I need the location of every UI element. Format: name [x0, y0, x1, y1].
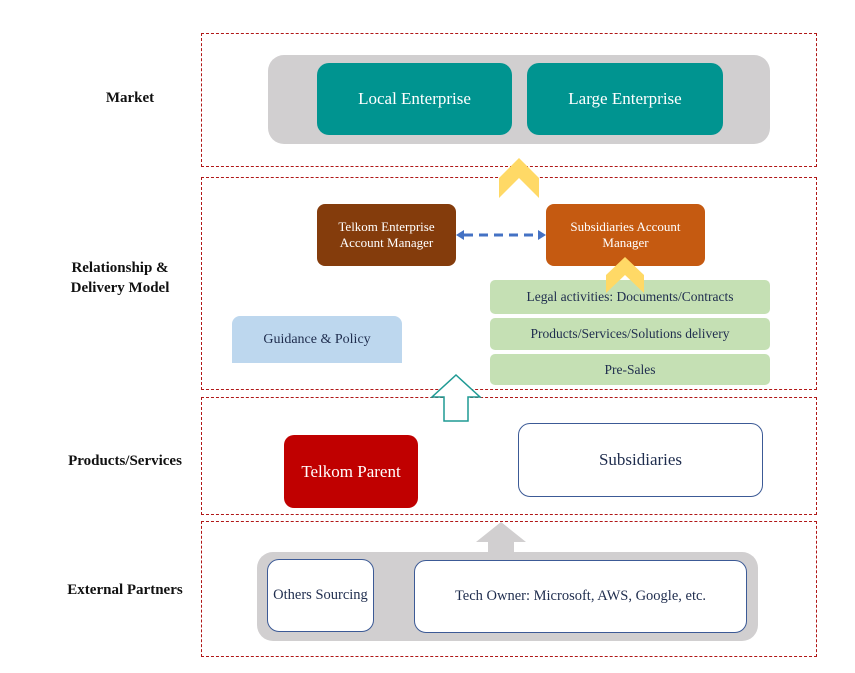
subsidiaries-account-manager-box: Subsidiaries Account Manager [546, 204, 705, 266]
chevron-up-icon [499, 158, 539, 198]
bidirectional-arrow-icon [456, 230, 546, 240]
row-label-relationship-line2: Delivery Model [70, 280, 170, 296]
telkom-account-manager-box: Telkom Enterprise Account Manager [317, 204, 456, 266]
activity-legal: Legal activities: Documents/Contracts [490, 280, 770, 314]
band-products [201, 397, 817, 515]
row-label-relationship-line1: Relationship & [71, 260, 169, 276]
subsidiaries-box: Subsidiaries [518, 423, 763, 497]
activity-delivery: Products/Services/Solutions delivery [490, 318, 770, 350]
arrow-up-outline-icon [430, 373, 482, 422]
guidance-policy-box: Guidance & Policy [232, 316, 402, 363]
band-market [201, 33, 817, 167]
telkom-am-line1: Telkom Enterprise [338, 219, 435, 234]
subs-am-line2: Manager [602, 235, 649, 250]
others-sourcing-box: Others Sourcing [267, 559, 374, 632]
large-enterprise-box: Large Enterprise [527, 63, 723, 135]
chevron-up-icon [606, 257, 644, 293]
activity-presales: Pre-Sales [490, 354, 770, 385]
row-label-partners: External Partners [67, 582, 183, 598]
telkom-parent-box: Telkom Parent [284, 435, 418, 508]
tech-owner-box: Tech Owner: Microsoft, AWS, Google, etc. [414, 560, 747, 633]
telkom-am-line2: Account Manager [339, 235, 434, 250]
row-label-market: Market [105, 90, 155, 106]
local-enterprise-box: Local Enterprise [317, 63, 512, 135]
row-label-products: Products/Services [68, 453, 182, 469]
band-partners [201, 521, 817, 657]
subs-am-line1: Subsidiaries Account [570, 219, 681, 234]
row-label-relationship: Relationship & Delivery Model [40, 258, 200, 298]
